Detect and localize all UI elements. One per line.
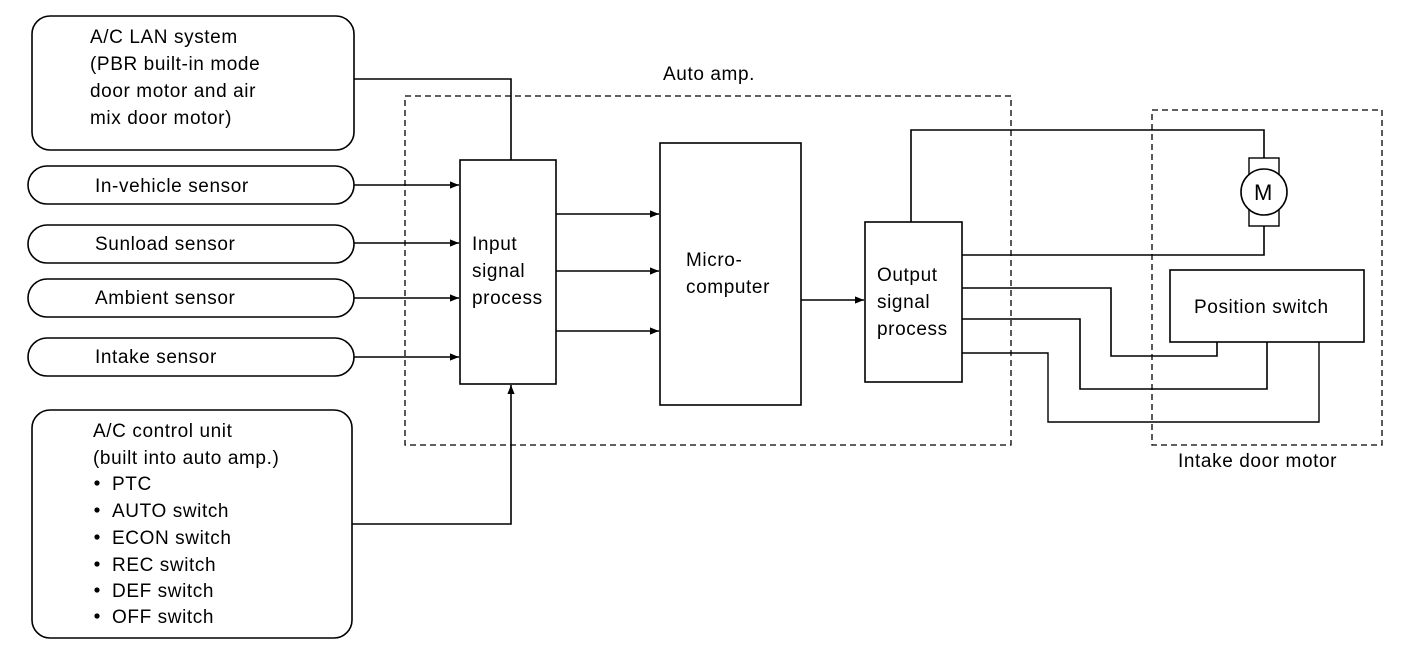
output-line-1: Output <box>877 265 938 286</box>
intake-door-motor-label: Intake door motor <box>1178 451 1337 472</box>
motor-supply-line-top <box>910 129 1265 222</box>
bullet-icon <box>94 561 100 567</box>
lan-line-2: (PBR built-in mode <box>90 54 260 75</box>
sensor-intake: Intake sensor <box>27 337 355 377</box>
position-switch-box: Position switch <box>1169 269 1365 343</box>
bullet-icon <box>94 613 100 619</box>
output-line-3: process <box>877 319 948 340</box>
control-item-off: OFF switch <box>112 607 214 628</box>
control-item-econ: ECON switch <box>112 528 232 549</box>
control-unit-title-2: (built into auto amp.) <box>93 448 279 469</box>
input-line-3: process <box>472 288 543 309</box>
auto-amp-boundary <box>404 95 1012 446</box>
input-line-2: signal <box>472 261 525 282</box>
bullet-icon <box>94 507 100 513</box>
position-switch-wire-2 <box>962 318 1268 390</box>
sensor-label: Ambient sensor <box>95 288 235 309</box>
sensor-in-vehicle: In-vehicle sensor <box>27 165 355 205</box>
control-unit-signal-arrow <box>352 385 515 525</box>
micro-line-2: computer <box>686 277 770 298</box>
sensor-label: Sunload sensor <box>95 234 236 255</box>
bullet-icon <box>94 480 100 486</box>
auto-amp-label: Auto amp. <box>663 64 755 85</box>
output-signal-process-block: Output signal process <box>864 221 963 383</box>
bullet-icon <box>94 534 100 540</box>
lan-line-3: door motor and air <box>90 81 256 102</box>
motor-symbol: M <box>1254 180 1273 205</box>
control-item-rec: REC switch <box>112 555 216 576</box>
sensor-label: Intake sensor <box>95 347 217 368</box>
control-unit-box: A/C control unit (built into auto amp.) … <box>31 409 353 639</box>
input-signal-process-block: Input signal process <box>459 159 557 385</box>
motor-icon: M <box>1240 157 1288 227</box>
lan-connection-line <box>354 78 512 160</box>
input-line-1: Input <box>472 234 517 255</box>
sensor-ambient: Ambient sensor <box>27 278 355 318</box>
lan-line-1: A/C LAN system <box>90 27 238 48</box>
micro-line-1: Micro- <box>686 250 742 271</box>
microcomputer-block: Micro- computer <box>659 142 802 406</box>
control-item-auto: AUTO switch <box>112 501 229 522</box>
position-switch-wire-1 <box>962 287 1218 357</box>
position-switch-label: Position switch <box>1194 297 1329 318</box>
output-line-2: signal <box>877 292 930 313</box>
motor-supply-line-bottom <box>962 226 1265 256</box>
bullet-icon <box>94 587 100 593</box>
control-item-def: DEF switch <box>112 581 214 602</box>
lan-system-box: A/C LAN system (PBR built-in mode door m… <box>31 15 355 151</box>
intake-door-motor-boundary <box>1151 109 1383 446</box>
control-unit-title-1: A/C control unit <box>93 421 233 442</box>
lan-line-4: mix door motor) <box>90 108 232 129</box>
position-switch-wire-3 <box>962 342 1320 423</box>
sensor-label: In-vehicle sensor <box>95 176 249 197</box>
control-item-ptc: PTC <box>112 474 152 495</box>
sensor-sunload: Sunload sensor <box>27 224 355 264</box>
